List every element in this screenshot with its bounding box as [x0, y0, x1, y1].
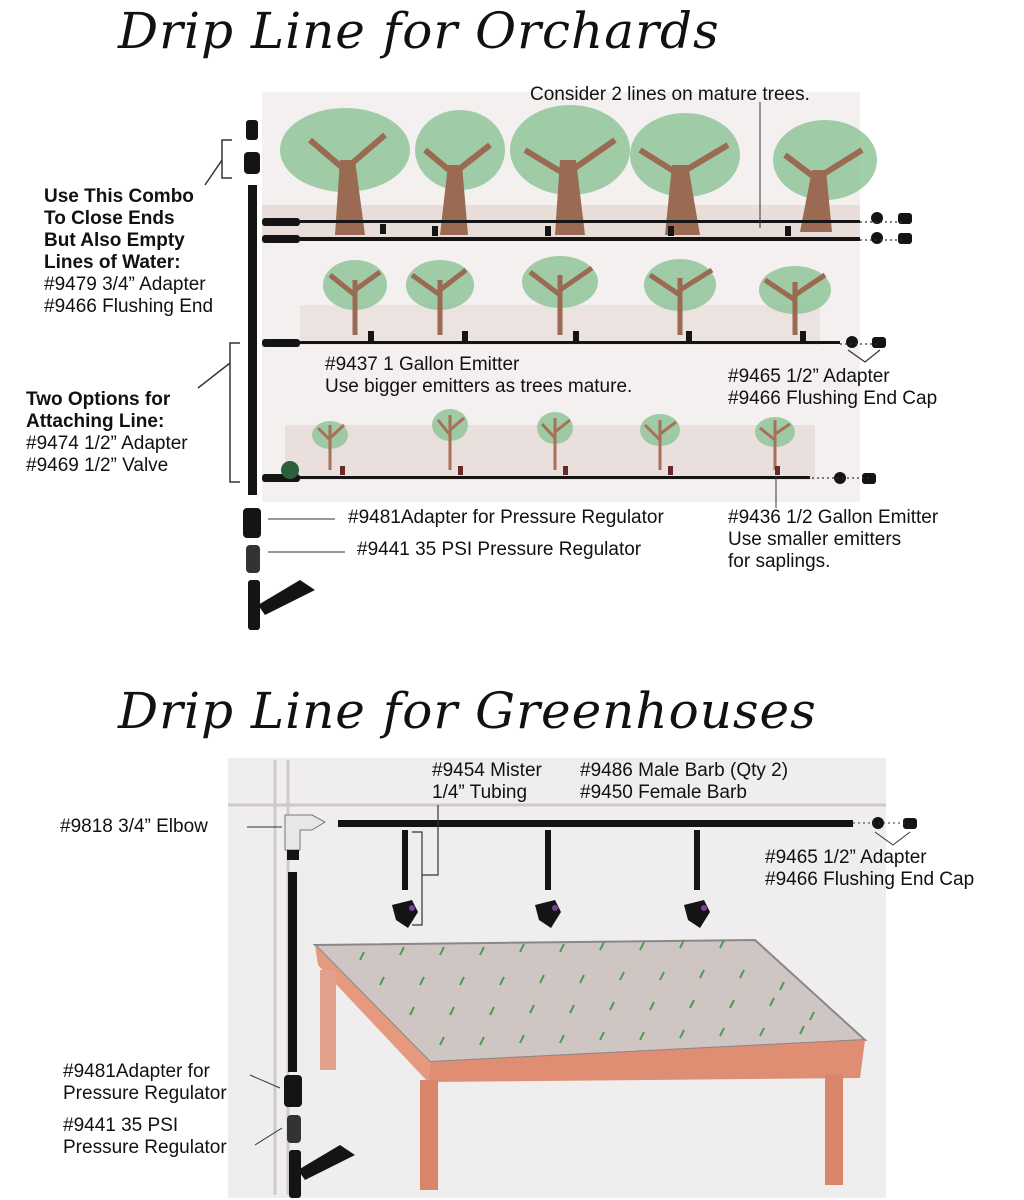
- sapling-trees: [312, 409, 795, 470]
- attach-parts: #9474 1/2” Adapter #9469 1/2” Valve: [26, 433, 188, 477]
- emitter-part: #9437 1 Gallon Emitter: [325, 354, 520, 375]
- adapter-pr-line: Pressure Regulator: [63, 1083, 227, 1104]
- mature-tree: [280, 108, 410, 235]
- combo-heading-line: Use This Combo: [44, 186, 194, 207]
- combo-heading-line: But Also Empty: [44, 230, 185, 251]
- combo-part: #9479 3/4” Adapter: [44, 274, 206, 295]
- attach-heading: Two Options for Attaching Line:: [26, 389, 170, 433]
- greenhouse-plants: [359, 939, 815, 1046]
- greenhouse-table: [312, 938, 868, 1190]
- greenhouse-top-line: [338, 820, 853, 827]
- combo-bracket: [204, 139, 232, 186]
- orchard-drip-lines: [262, 218, 860, 482]
- orchard-supply-line: [248, 185, 257, 495]
- orchard-emitters: [368, 224, 806, 341]
- adapter-pr-line: #9481Adapter for: [63, 1061, 210, 1082]
- mature-tree: [773, 120, 877, 232]
- mature-tree: [415, 110, 505, 235]
- sapling-emitters: [340, 466, 780, 475]
- consider-two-lines-label: Consider 2 lines on mature trees.: [530, 84, 810, 105]
- orchard-title: Drip Line for Orchards: [118, 2, 720, 60]
- attach-heading-line: Attaching Line:: [26, 411, 165, 432]
- emitter-part: #9436 1/2 Gallon Emitter: [728, 507, 939, 528]
- greenhouse-adapter-pr-label: #9481Adapter for Pressure Regulator: [63, 1061, 227, 1105]
- orchard-regulator-label: #9441 35 PSI Pressure Regulator: [357, 539, 642, 560]
- regulator-line: #9441 35 PSI: [63, 1115, 179, 1136]
- emitter-note: Use bigger emitters as trees mature.: [325, 376, 633, 397]
- cap-part: #9466 Flushing End Cap: [728, 388, 938, 409]
- mature-tree: [510, 105, 630, 235]
- barbs-label: #9486 Male Barb (Qty 2) #9450 Female Bar…: [580, 760, 788, 804]
- half-gallon-emitter-label: #9436 1/2 Gallon Emitter Use smaller emi…: [728, 507, 938, 573]
- mister-part: #9454 Mister: [432, 760, 542, 781]
- greenhouse-supply-line: [288, 872, 297, 1072]
- one-gallon-emitter-label: #9437 1 Gallon Emitter Use bigger emitte…: [325, 354, 632, 398]
- orchard-adapter-cap-label: #9465 1/2” Adapter #9466 Flushing End Ca…: [728, 366, 937, 410]
- attach-part: #9469 1/2” Valve: [26, 455, 169, 476]
- misters: [392, 830, 710, 928]
- mature-trees: [280, 105, 877, 235]
- greenhouse-regulator-assembly: [284, 1075, 355, 1198]
- elbow-fitting: [284, 814, 327, 860]
- adapter-cap-bracket: [847, 349, 881, 363]
- attach-bracket: [197, 342, 240, 483]
- combo-heading-line: Lines of Water:: [44, 252, 181, 273]
- mister-label: #9454 Mister 1/4” Tubing: [432, 760, 542, 804]
- attach-part: #9474 1/2” Adapter: [26, 433, 188, 454]
- cap-part: #9466 Flushing End Cap: [765, 869, 975, 890]
- barb-part: #9486 Male Barb (Qty 2): [580, 760, 789, 781]
- adapter-part: #9465 1/2” Adapter: [765, 847, 927, 868]
- medium-trees: [323, 256, 831, 335]
- orchard-adapter-pr-label: #9481Adapter for Pressure Regulator: [348, 507, 664, 528]
- greenhouse-adapter-cap-label: #9465 1/2” Adapter #9466 Flushing End Ca…: [765, 847, 974, 891]
- greenhouse-title: Drip Line for Greenhouses: [118, 682, 817, 740]
- greenhouse-regulator-label: #9441 35 PSI Pressure Regulator: [63, 1115, 227, 1159]
- barb-part: #9450 Female Barb: [580, 782, 747, 803]
- orchard-end-caps: [834, 212, 912, 484]
- combo-heading: Use This Combo To Close Ends But Also Em…: [44, 186, 194, 274]
- mister-bracket: [412, 805, 439, 926]
- elbow-label: #9818 3/4” Elbow: [60, 816, 208, 837]
- orchard-regulator-assembly: [243, 508, 315, 630]
- regulator-line: Pressure Regulator: [63, 1137, 227, 1158]
- tubing-part: 1/4” Tubing: [432, 782, 528, 803]
- combo-part: #9466 Flushing End: [44, 296, 214, 317]
- adapter-part: #9465 1/2” Adapter: [728, 366, 890, 387]
- emitter-note: for saplings.: [728, 551, 831, 572]
- combo-parts: #9479 3/4” Adapter #9466 Flushing End: [44, 274, 213, 318]
- combo-heading-line: To Close Ends: [44, 208, 175, 229]
- combo-fittings: [244, 120, 260, 174]
- emitter-note: Use smaller emitters: [728, 529, 902, 550]
- attach-heading-line: Two Options for: [26, 389, 171, 410]
- mature-tree: [630, 113, 740, 235]
